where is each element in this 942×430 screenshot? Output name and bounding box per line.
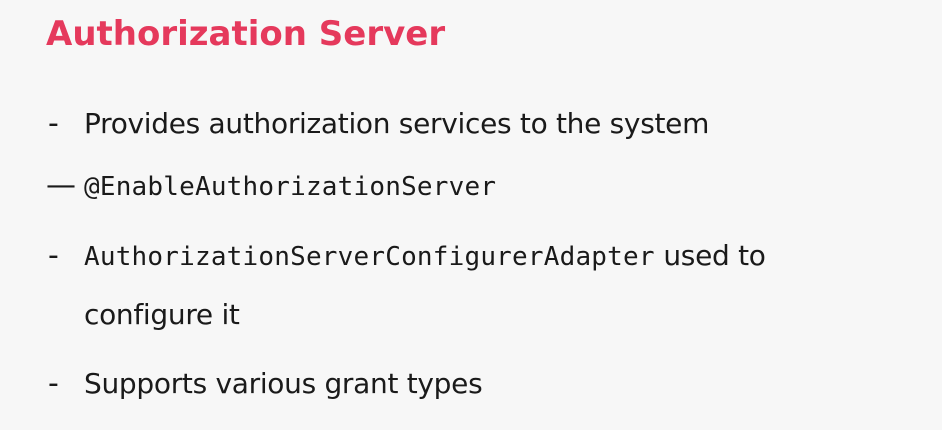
bullet-text: Provides authorization services to the s… [84, 107, 710, 140]
bullet-text-suffix: used to configure it [84, 239, 766, 331]
bullet-marker: - [48, 366, 59, 401]
code-annotation: @EnableAuthorizationServer [84, 172, 497, 202]
slide-title: Authorization Server [46, 14, 446, 54]
bullet-text: Supports various grant types [84, 367, 483, 400]
bullet-marker: - [48, 106, 59, 141]
code-class-name: AuthorizationServerConfigurerAdapter [84, 242, 655, 272]
bullet-marker: - [48, 238, 59, 273]
bullet-text: AuthorizationServerConfigurerAdapter use… [84, 227, 864, 344]
bullet-text: @EnableAuthorizationServer [84, 166, 496, 207]
bullet-marker: — [46, 168, 76, 203]
